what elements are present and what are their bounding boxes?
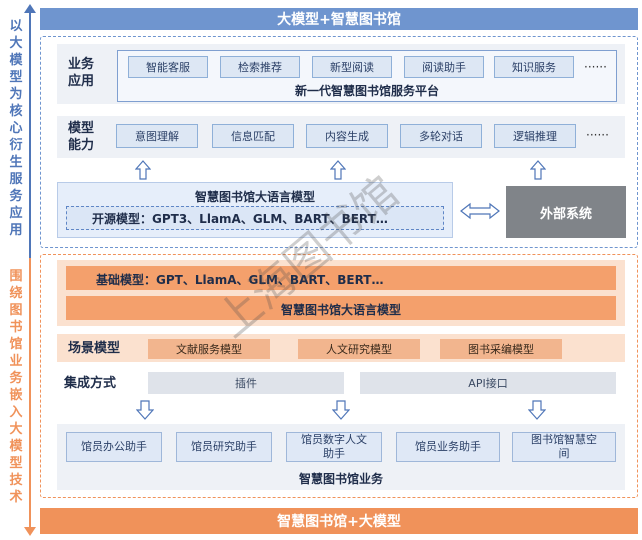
business-item-2: 馆员研究助手 xyxy=(176,432,272,462)
integration-item-plugin: 插件 xyxy=(148,372,344,394)
model-ability-item-1: 意图理解 xyxy=(116,124,198,148)
integration-label: 集成方式 xyxy=(64,376,117,391)
scene-label: 场景模型 xyxy=(68,341,121,356)
base-models-text: 基础模型：GPT、LlamA、GLM、BART、BERT… xyxy=(96,273,384,287)
up-arrow-left xyxy=(135,160,151,180)
left-bottom-vertical-label: 围绕图书馆业务嵌入大模型技术 xyxy=(9,269,23,505)
business-app-item-5: 知识服务 xyxy=(494,56,574,78)
business-app-item-2: 检索推荐 xyxy=(220,56,300,78)
top-title-bar: 大模型+智慧图书馆 xyxy=(40,8,638,30)
external-system-box: 外部系统 xyxy=(506,186,626,238)
base-block-title-bar xyxy=(66,296,616,320)
scene-item-3: 图书采编模型 xyxy=(440,339,562,359)
model-ability-item-2: 信息匹配 xyxy=(212,124,294,148)
left-axis-lower-line xyxy=(29,258,31,528)
integration-item-api: API接口 xyxy=(360,372,616,394)
llm-block-title: 智慧图书馆大语言模型 xyxy=(194,190,315,204)
business-item-4: 馆员业务助手 xyxy=(396,432,500,462)
business-app-item-4: 阅读助手 xyxy=(404,56,484,78)
double-arrow-icon xyxy=(460,202,500,220)
business-app-label: 业务 应用 xyxy=(68,57,95,89)
business-item-1: 馆员办公助手 xyxy=(66,432,162,462)
left-top-vertical-label: 以大模型为核心衍生服务应用 xyxy=(9,19,23,238)
up-arrow-middle xyxy=(330,160,346,180)
down-arrow-1 xyxy=(136,400,154,420)
down-arrow-2 xyxy=(332,400,350,420)
model-ability-label: 模型 能力 xyxy=(68,121,95,153)
business-item-5: 图书馆智慧空间 xyxy=(512,432,616,462)
base-block-title: 智慧图书馆大语言模型 xyxy=(280,303,401,317)
business-app-item-1: 智能客服 xyxy=(128,56,208,78)
model-ability-item-4: 多轮对话 xyxy=(400,124,482,148)
left-axis-top-arrow xyxy=(24,4,36,13)
down-arrow-3 xyxy=(528,400,546,420)
up-arrow-right xyxy=(530,160,546,180)
top-section-frame xyxy=(40,36,638,248)
model-ability-item-5: 逻辑推理 xyxy=(494,124,576,148)
bottom-section-frame xyxy=(40,254,638,498)
llm-open-source-text: 开源模型：GPT3、LlamA、GLM、BART、BERT… xyxy=(92,212,388,226)
scene-item-2: 人文研究模型 xyxy=(298,339,420,359)
business-item-3: 馆员数字人文助手 xyxy=(286,432,382,462)
base-models-bar xyxy=(66,266,616,290)
llm-open-source-box xyxy=(66,206,444,230)
model-ability-more: ······ xyxy=(586,128,609,142)
bottom-title-bar: 智慧图书馆+大模型 xyxy=(40,508,638,534)
scene-item-1: 文献服务模型 xyxy=(148,339,270,359)
business-app-platform-title: 新一代智慧图书馆服务平台 xyxy=(294,84,439,98)
business-app-more: ······ xyxy=(584,60,607,74)
left-axis-bottom-arrow xyxy=(24,527,36,536)
library-business-title: 智慧图书馆业务 xyxy=(298,472,383,486)
model-ability-item-3: 内容生成 xyxy=(306,124,388,148)
business-app-item-3: 新型阅读 xyxy=(312,56,392,78)
